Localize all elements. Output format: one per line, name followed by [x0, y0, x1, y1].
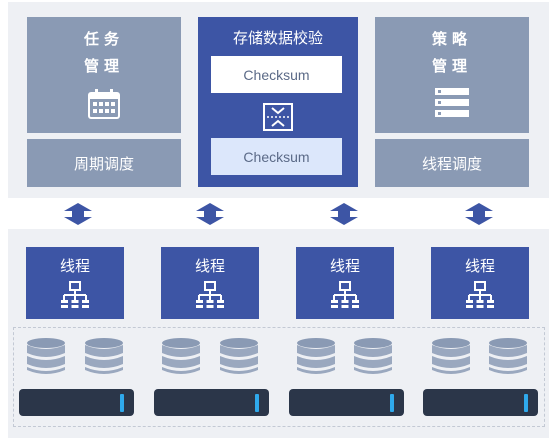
thread-schedule-box: 线程调度 [375, 139, 529, 187]
thread-label: 线程 [59, 257, 90, 275]
thread-label: 线程 [329, 257, 360, 275]
checksum-panel: 存储数据校验 Checksum Checksum [198, 17, 358, 187]
disk-bar [289, 389, 404, 416]
strategy-management-title-line1: 策略 [431, 30, 472, 48]
disk-indicator [255, 394, 259, 412]
database-icon [354, 338, 392, 374]
disk-indicator [524, 394, 528, 412]
checksum-box-bottom-label: Checksum [243, 148, 310, 165]
thread-box-2: 线程 [161, 247, 259, 319]
thread-box-4: 线程 [431, 247, 529, 319]
disk-indicator [120, 394, 124, 412]
thread-label: 线程 [194, 257, 225, 275]
checksum-box-top-label: Checksum [243, 66, 310, 83]
compare-icon [263, 103, 293, 131]
checksum-box-top: Checksum [211, 56, 342, 93]
network-tree-icon [331, 281, 359, 308]
cycle-schedule-box: 周期调度 [27, 139, 181, 187]
database-icon [27, 338, 65, 374]
disk-bar [423, 389, 538, 416]
database-icon [297, 338, 335, 374]
network-tree-icon [196, 281, 224, 308]
cycle-schedule-label: 周期调度 [73, 154, 134, 173]
database-icon [162, 338, 200, 374]
thread-schedule-label: 线程调度 [421, 154, 482, 173]
list-icon [435, 88, 469, 117]
task-management-title-line2: 管理 [83, 57, 124, 75]
checksum-box-bottom: Checksum [211, 138, 342, 175]
disk-indicator [390, 394, 394, 412]
strategy-management-box: 策略 管理 [375, 17, 529, 133]
calendar-icon [88, 89, 120, 119]
database-icon [432, 338, 470, 374]
checksum-panel-title: 存储数据校验 [232, 29, 323, 47]
thread-box-1: 线程 [26, 247, 124, 319]
double-arrow-icon [330, 203, 358, 225]
network-tree-icon [61, 281, 89, 308]
disk-bar [19, 389, 134, 416]
task-management-title-line1: 任务 [83, 30, 124, 48]
storage-region [13, 327, 545, 427]
double-arrow-icon [196, 203, 224, 225]
task-management-box: 任务 管理 [27, 17, 181, 133]
thread-label: 线程 [464, 257, 495, 275]
disk-bar [154, 389, 269, 416]
thread-box-3: 线程 [296, 247, 394, 319]
network-tree-icon [466, 281, 494, 308]
database-icon [85, 338, 123, 374]
database-icon [220, 338, 258, 374]
double-arrow-icon [64, 203, 92, 225]
strategy-management-title-line2: 管理 [431, 57, 472, 75]
database-icon [489, 338, 527, 374]
double-arrow-icon [465, 203, 493, 225]
